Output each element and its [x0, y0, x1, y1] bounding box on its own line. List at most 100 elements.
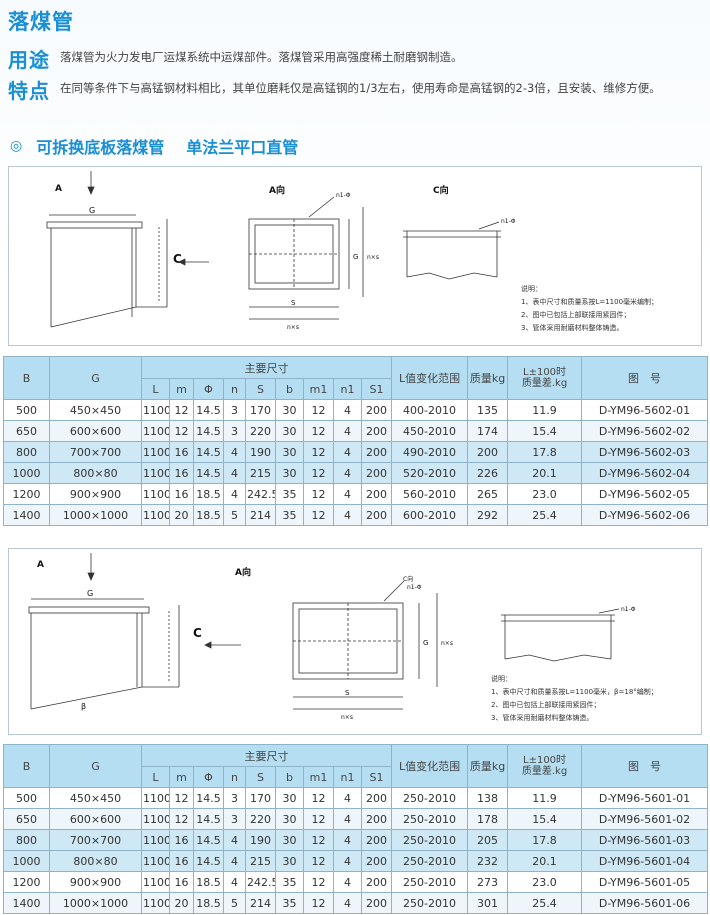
d1-a-view: A向 n1-Φ G n×s S n×s	[248, 184, 379, 331]
d2-note-1: 1、表中尺寸和质量系按L=1100毫米，β=18°编制；	[491, 688, 658, 696]
table-cell: 16	[169, 829, 194, 851]
table-cell: 1000×1000	[49, 892, 142, 914]
table-cell: 250-2010	[391, 808, 469, 830]
table-cell: 4	[333, 892, 362, 914]
d2-label-a-view: A向	[235, 566, 251, 578]
th-col-m1: m1	[303, 378, 334, 400]
table-cell: 12	[303, 504, 334, 526]
section-title-main: 可拆换底板落煤管	[36, 138, 165, 157]
table-cell: 250-2010	[391, 892, 469, 914]
table-cell: 1100	[141, 504, 170, 526]
th-col-l: L	[141, 378, 170, 400]
table-cell: 4	[333, 420, 362, 442]
table-cell: 14.5	[193, 850, 224, 872]
d2-note-2: 2、图中已包括上部联接用紧固件；	[491, 701, 601, 709]
table-cell: 14.5	[193, 399, 224, 421]
table-cell: 23.0	[507, 871, 583, 893]
table-cell: 250-2010	[391, 871, 469, 893]
table-cell: 200	[360, 829, 393, 851]
table-cell: 4	[333, 808, 362, 830]
table-cell: 4	[223, 829, 246, 851]
th2-col-m: m	[169, 766, 194, 788]
table-cell: 200	[360, 504, 393, 526]
d2-label-beta: β	[81, 702, 86, 711]
table-cell: 25.4	[507, 504, 583, 526]
d1-label-nphi-c: n1-Φ	[501, 218, 516, 225]
table-cell: 800×80	[49, 462, 142, 484]
table-cell: 1100	[141, 871, 170, 893]
d2-label-nphi-c: n1-Φ	[621, 606, 636, 613]
d1-notes: 说明： 1、表中尺寸和质量系按L=1100毫米编制； 2、图中已包括上部联接用紧…	[521, 283, 658, 335]
table-cell: D-YM96-5601-04	[581, 850, 709, 872]
d1-label-g-a: G	[353, 253, 358, 261]
table-cell: 200	[360, 871, 393, 893]
table-cell: 1100	[141, 483, 170, 505]
table-cell: 30	[275, 441, 304, 463]
table-cell: 12	[303, 808, 334, 830]
th2-col-n: n	[223, 766, 246, 788]
table-cell: 4	[333, 462, 362, 484]
table-cell: 30	[275, 787, 304, 809]
table-cell: 450×450	[49, 399, 142, 421]
th2-delta: L±100时 质量差.kg	[507, 744, 583, 788]
table-cell: 12	[303, 462, 334, 484]
th-col-s1: S1	[360, 378, 393, 400]
th2-col-s1: S1	[360, 766, 393, 788]
feature-key: 特点	[8, 79, 50, 103]
table-cell: 560-2010	[391, 483, 469, 505]
d2-label-nxs: n×s	[441, 640, 453, 647]
table-cell: 170	[245, 787, 276, 809]
th2-delta-line2: 质量差.kg	[521, 766, 568, 777]
d1-note-1: 1、表中尺寸和质量系按L=1100毫米编制；	[521, 298, 659, 306]
th2-g: G	[49, 744, 142, 788]
th2-drawing-no: 图 号	[581, 744, 709, 788]
table-cell: 35	[275, 892, 304, 914]
th2-col-s: S	[245, 766, 276, 788]
table-cell: 12	[303, 483, 334, 505]
table-cell: 15.4	[507, 808, 583, 830]
table-cell: 520-2010	[391, 462, 469, 484]
table-cell: 30	[275, 462, 304, 484]
table-cell: 14.5	[193, 808, 224, 830]
th-range: L值变化范围	[391, 356, 469, 400]
table-cell: 3	[223, 787, 246, 809]
table-cell: 1000×1000	[49, 504, 142, 526]
table-cell: 1100	[141, 787, 170, 809]
table-cell: 16	[169, 483, 194, 505]
d1-label-bottom-nxs: n×s	[287, 324, 299, 331]
th-main-dims: 主要尺寸	[140, 356, 393, 379]
d2-label-c: C	[193, 626, 202, 640]
table-cell: 800	[3, 829, 50, 851]
th2-col-l: L	[141, 766, 170, 788]
table-cell: 35	[275, 504, 304, 526]
d1-label-g: G	[89, 206, 95, 215]
table-cell: 1100	[141, 892, 170, 914]
table-cell: 215	[245, 850, 276, 872]
table-cell: 5	[223, 892, 246, 914]
table-cell: 800×80	[49, 850, 142, 872]
table-cell: 30	[275, 808, 304, 830]
table-cell: 14.5	[193, 462, 224, 484]
th-col-n1: n1	[333, 378, 362, 400]
table-cell: 3	[223, 399, 246, 421]
table-cell: 11.9	[507, 399, 583, 421]
table-cell: 30	[275, 420, 304, 442]
th2-main-dims: 主要尺寸	[140, 744, 393, 767]
th-col-n: n	[223, 378, 246, 400]
table-cell: 232	[467, 850, 509, 872]
table-cell: 1200	[3, 871, 50, 893]
th2-col-m1: m1	[303, 766, 334, 788]
table-cell: 35	[275, 483, 304, 505]
usage-key: 用途	[8, 48, 50, 72]
table-cell: 18.5	[193, 892, 224, 914]
d2-label-a: A	[37, 560, 44, 570]
table-cell: 5	[223, 504, 246, 526]
table-cell: 1100	[141, 808, 170, 830]
table-cell: 1100	[141, 399, 170, 421]
table-cell: 650	[3, 420, 50, 442]
th-col-s: S	[245, 378, 276, 400]
spec-table-1: B G 主要尺寸 L值变化范围 质量kg L±100时 质量差.kg 图 号 L…	[3, 356, 709, 526]
table-cell: 16	[169, 462, 194, 484]
